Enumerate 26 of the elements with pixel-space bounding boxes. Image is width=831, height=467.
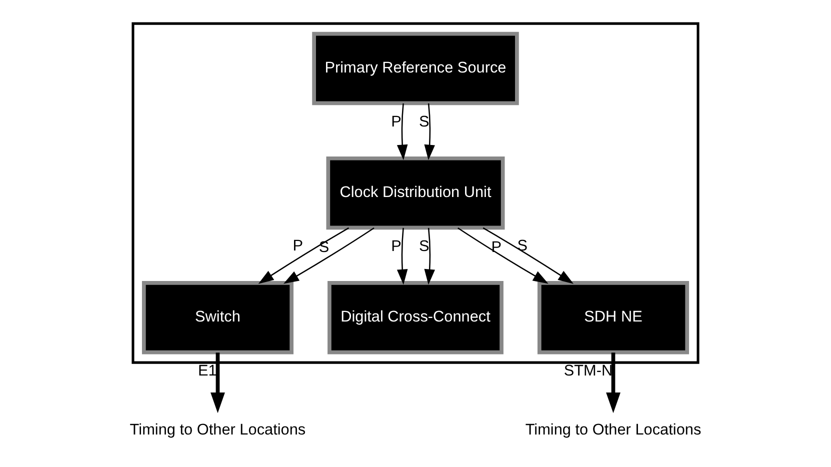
node-box: Primary Reference Source [312, 32, 519, 106]
arrow [458, 227, 548, 284]
node-box: Digital Cross-Connect [328, 281, 504, 354]
node-text: Timing to Other Locations [525, 422, 702, 439]
edge-label: P [292, 238, 304, 255]
node-box: Switch [142, 281, 294, 354]
edge-label: P [491, 238, 502, 256]
node-text: Timing to Other Locations [130, 422, 306, 439]
arrow [396, 228, 408, 285]
arrow [606, 352, 620, 414]
edge-label: P [391, 113, 402, 130]
node-box: Clock Distribution Unit [326, 156, 505, 230]
arrow [424, 228, 435, 285]
edge-label: E1 [198, 362, 217, 380]
edge-label: S [419, 238, 430, 255]
edge-label: S [419, 113, 430, 130]
cluster [132, 22, 700, 364]
edge-label: STM-N [564, 362, 613, 380]
arrow [396, 103, 408, 160]
edge-label: P [391, 238, 402, 255]
arrow [284, 227, 374, 284]
arrow [210, 352, 225, 414]
arrow [482, 227, 574, 284]
node-box: SDH NE [538, 281, 690, 354]
arrow [258, 227, 350, 284]
arrow [424, 103, 435, 160]
